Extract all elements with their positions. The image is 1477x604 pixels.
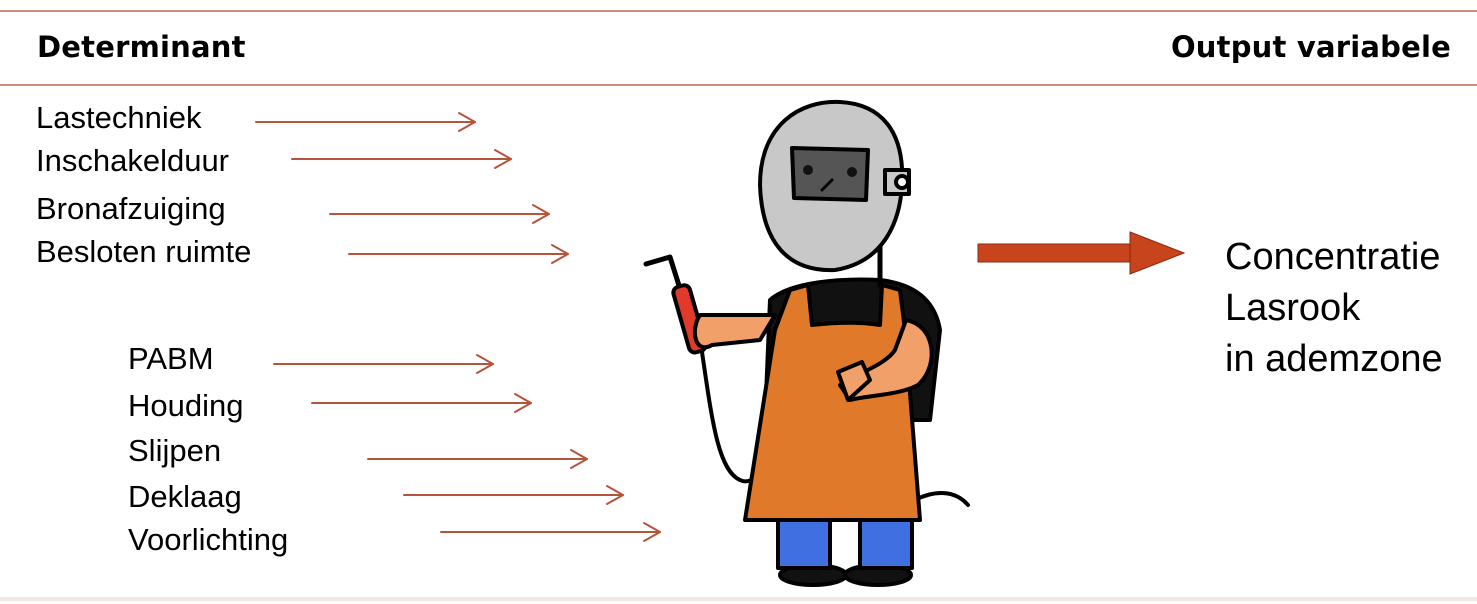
determinant-label: Slijpen: [128, 433, 222, 468]
output-variable-header: Output variabele: [1170, 30, 1451, 64]
output-line: Concentratie: [1225, 236, 1441, 278]
determinant-label: Voorlichting: [128, 522, 289, 557]
output-line: Lasrook: [1225, 287, 1361, 329]
determinant-label: PABM: [128, 341, 214, 376]
arrow-right-thin-icon: [255, 112, 476, 132]
determinant-label: Houding: [128, 388, 244, 423]
top-rule: [0, 10, 1477, 12]
determinant-label: Besloten ruimte: [36, 234, 252, 269]
determinant-label: Inschakelduur: [36, 143, 230, 178]
output-line: in ademzone: [1225, 338, 1443, 380]
arrow-right-thin-icon: [403, 485, 624, 505]
welder-figure-icon: [643, 99, 970, 587]
arrow-right-thick-icon: [977, 231, 1186, 275]
arrow-right-thin-icon: [329, 204, 550, 224]
arrow-right-thin-icon: [311, 393, 532, 413]
determinant-header: Determinant: [37, 30, 246, 64]
determinant-label: Bronafzuiging: [36, 191, 226, 226]
bottom-rule: [0, 597, 1477, 601]
arrow-right-thin-icon: [440, 522, 661, 542]
arrow-right-thin-icon: [291, 149, 512, 169]
determinant-label: Deklaag: [128, 479, 242, 514]
arrow-right-thin-icon: [367, 449, 588, 469]
arrow-right-thin-icon: [273, 354, 494, 374]
header-rule: [0, 84, 1477, 86]
arrow-right-thin-icon: [348, 244, 569, 264]
determinant-label: Lastechniek: [36, 100, 202, 135]
